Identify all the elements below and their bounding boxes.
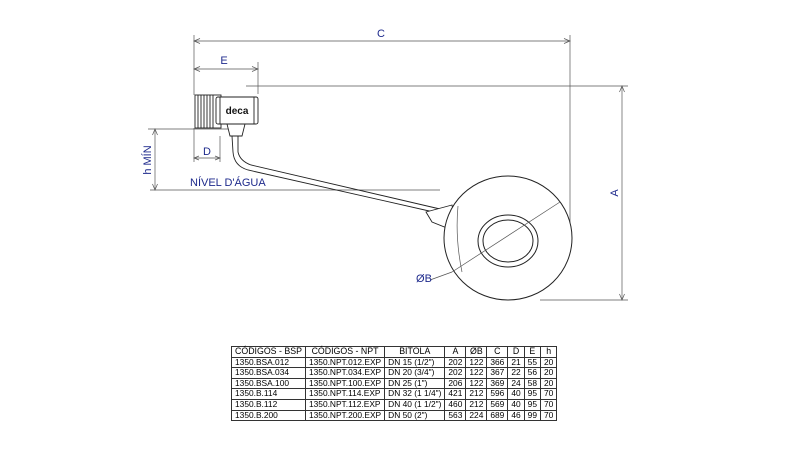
- cell-e: 58: [523, 377, 542, 390]
- header-h: h: [539, 346, 558, 358]
- cell-c: 596: [486, 388, 509, 400]
- cell-b: 212: [465, 398, 488, 411]
- cell-e: 55: [523, 356, 542, 369]
- table-row: 1350.BSA.034 1350.NPT.034.EXP DN 20 (3/4…: [231, 367, 558, 379]
- cell-bitola: DN 15 (1/2"): [384, 356, 446, 369]
- header-a: A: [444, 346, 467, 358]
- cell-codigo-bsp: 1350.BSA.012: [231, 356, 306, 369]
- cell-h: 20: [539, 367, 558, 379]
- cell-codigo-npt: 1350.NPT.112.EXP: [304, 398, 386, 411]
- cell-e: 95: [523, 398, 542, 411]
- cell-h: 20: [539, 356, 558, 369]
- header-bitola: BITOLA: [384, 346, 446, 358]
- dimension-d-label: D: [203, 146, 211, 158]
- deca-logo: deca: [226, 106, 249, 117]
- cell-codigo-bsp: 1350.B.114: [231, 388, 306, 400]
- cell-a: 563: [444, 409, 467, 422]
- valve-body: [194, 94, 259, 137]
- cell-codigo-bsp: 1350.BSA.100: [231, 377, 306, 390]
- dimension-a: [246, 85, 628, 301]
- cell-codigo-npt: 1350.NPT.100.EXP: [304, 377, 386, 390]
- cell-codigo-bsp: 1350.B.112: [231, 398, 306, 411]
- float-arm: [231, 135, 441, 214]
- header-b: ØB: [465, 346, 488, 358]
- cell-h: 70: [539, 388, 558, 400]
- cell-bitola: DN 20 (3/4"): [384, 367, 446, 379]
- cell-b: 122: [465, 367, 488, 379]
- cell-e: 95: [523, 388, 542, 400]
- cell-a: 202: [444, 356, 467, 369]
- cell-codigo-npt: 1350.NPT.200.EXP: [304, 409, 386, 422]
- cell-c: 366: [486, 356, 509, 369]
- cell-e: 56: [523, 367, 542, 379]
- cell-bitola: DN 32 (1 1/4"): [384, 388, 446, 400]
- cell-b: 212: [465, 388, 488, 400]
- cell-bitola: DN 50 (2"): [384, 409, 446, 422]
- water-level-label: NÍVEL D'ÁGUA: [190, 176, 266, 189]
- float-valve-drawing: C E D h MÍN NÍVEL D'ÁGUA A: [141, 28, 628, 301]
- cell-c: 369: [486, 377, 509, 390]
- table-row: 1350.BSA.012 1350.NPT.012.EXP DN 15 (1/2…: [231, 356, 558, 369]
- dimension-d: [193, 128, 221, 162]
- table-header-row: CÓDIGOS - BSP CÓDIGOS - NPT BITOLA A ØB …: [231, 346, 558, 358]
- cell-d: 22: [507, 367, 525, 379]
- cell-a: 460: [444, 398, 467, 411]
- dimension-b: [429, 201, 561, 281]
- cell-d: 24: [507, 377, 525, 390]
- cell-d: 21: [507, 356, 525, 369]
- float: [443, 175, 573, 301]
- dimension-a-label: A: [609, 189, 621, 197]
- cell-a: 202: [444, 367, 467, 379]
- cell-b: 122: [465, 377, 488, 390]
- cell-h: 20: [539, 377, 558, 390]
- specifications-table: CÓDIGOS - BSP CÓDIGOS - NPT BITOLA A ØB …: [231, 346, 558, 422]
- header-e: E: [523, 346, 542, 358]
- cell-codigo-bsp: 1350.B.200: [231, 409, 306, 422]
- cell-a: 206: [444, 377, 467, 390]
- cell-e: 99: [523, 409, 542, 422]
- header-c: C: [486, 346, 509, 358]
- table-row: 1350.B.200 1350.NPT.200.EXP DN 50 (2") 5…: [231, 409, 558, 422]
- cell-codigo-bsp: 1350.BSA.034: [231, 367, 306, 379]
- table-row: 1350.B.114 1350.NPT.114.EXP DN 32 (1 1/4…: [231, 388, 558, 400]
- cell-d: 40: [507, 388, 525, 400]
- cell-codigo-npt: 1350.NPT.012.EXP: [304, 356, 386, 369]
- cell-c: 367: [486, 367, 509, 379]
- cell-d: 46: [507, 409, 525, 422]
- dimension-e-label: E: [220, 55, 227, 67]
- table-row: 1350.B.112 1350.NPT.112.EXP DN 40 (1 1/2…: [231, 398, 558, 411]
- cell-h: 70: [539, 398, 558, 411]
- cell-c: 569: [486, 398, 509, 411]
- dimension-e: [193, 62, 259, 94]
- cell-b: 224: [465, 409, 488, 422]
- dimension-h-min-label: h MÍN: [141, 145, 154, 174]
- cell-c: 689: [486, 409, 509, 422]
- table-row: 1350.BSA.100 1350.NPT.100.EXP DN 25 (1")…: [231, 377, 558, 390]
- header-d: D: [507, 346, 525, 358]
- dimension-b-label: ØB: [416, 273, 432, 285]
- cell-bitola: DN 25 (1"): [384, 377, 446, 390]
- cell-d: 40: [507, 398, 525, 411]
- cell-bitola: DN 40 (1 1/2"): [384, 398, 446, 411]
- cell-codigo-npt: 1350.NPT.034.EXP: [304, 367, 386, 379]
- cell-b: 122: [465, 356, 488, 369]
- dimension-c-label: C: [377, 28, 385, 40]
- header-codigos-npt: CÓDIGOS - NPT: [304, 346, 386, 358]
- cell-a: 421: [444, 388, 467, 400]
- cell-codigo-npt: 1350.NPT.114.EXP: [304, 388, 386, 400]
- dimension-c: [193, 35, 571, 225]
- header-codigos-bsp: CÓDIGOS - BSP: [231, 346, 306, 358]
- cell-h: 70: [539, 409, 558, 422]
